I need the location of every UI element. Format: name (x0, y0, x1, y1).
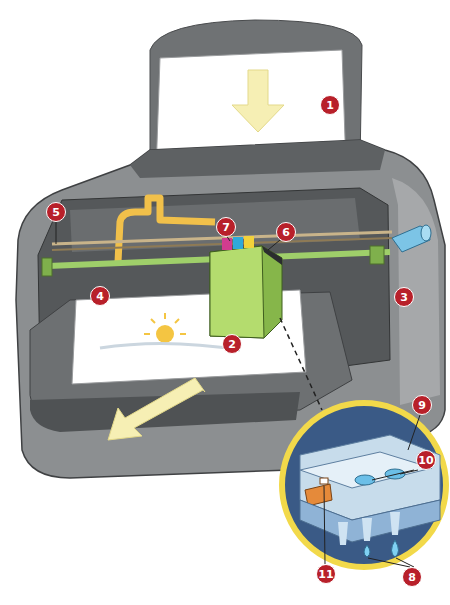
callout-number: 8 (402, 567, 422, 587)
callout-number: 2 (222, 334, 242, 354)
callout-number: 11 (316, 564, 336, 584)
callout-number: 1 (320, 95, 340, 115)
callout-number: 10 (416, 450, 436, 470)
callout-number: 7 (216, 217, 236, 237)
callout-number: 9 (412, 395, 432, 415)
callout-number: 4 (90, 286, 110, 306)
callout-number: 5 (46, 202, 66, 222)
callout-number: 3 (394, 287, 414, 307)
callout-number: 6 (276, 222, 296, 242)
